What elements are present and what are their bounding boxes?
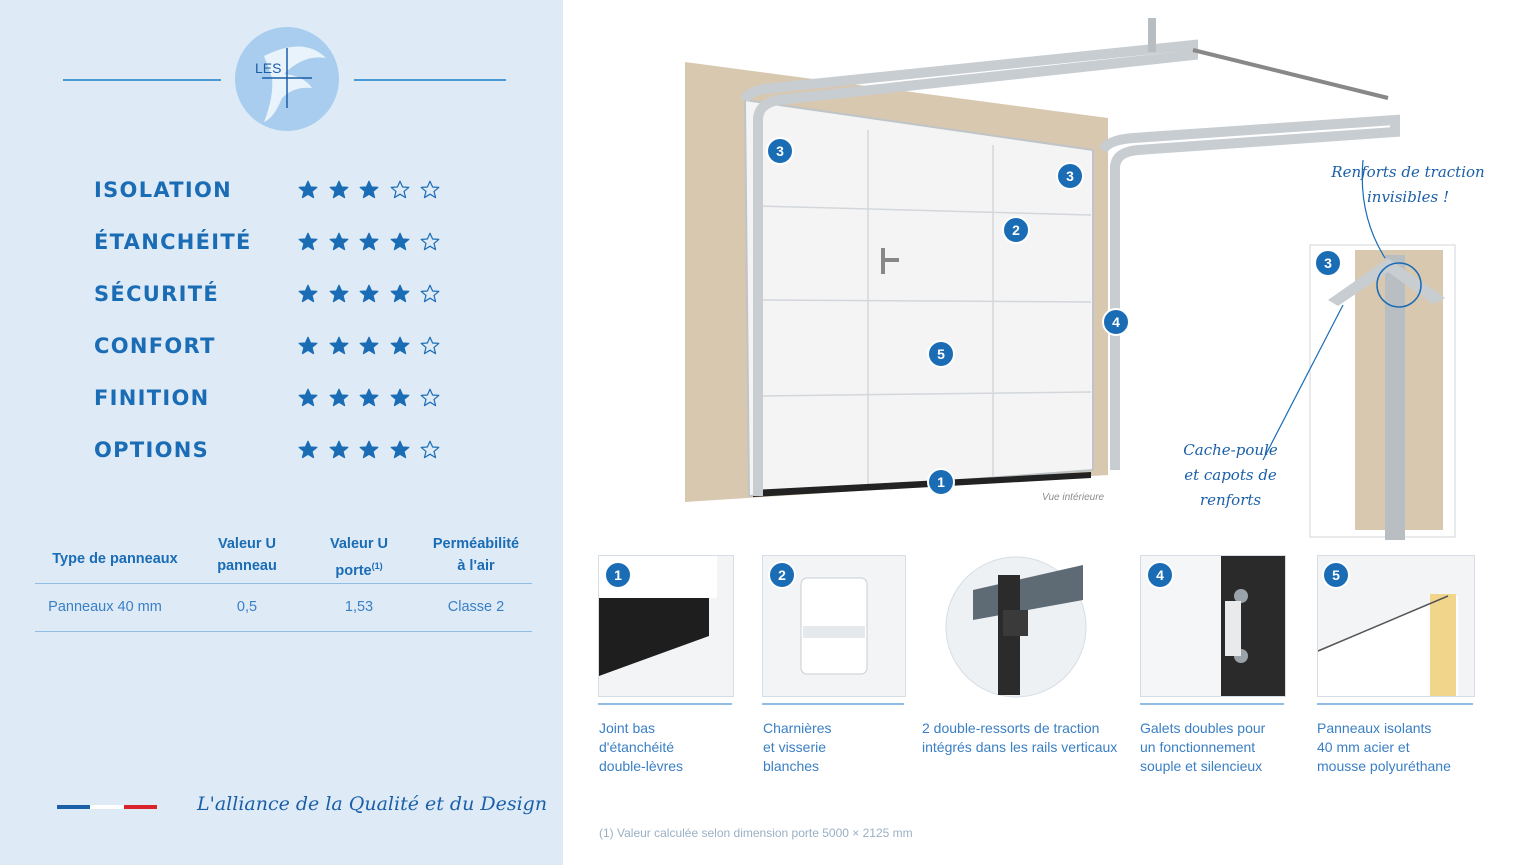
rating-stars [298, 336, 451, 361]
diagram-badge-5: 5 [927, 340, 955, 368]
star-filled-icon [359, 284, 379, 304]
rating-row: CONFORT [94, 334, 494, 366]
diagram-badge-3b: 3 [1056, 162, 1084, 190]
star-empty-icon [420, 388, 440, 408]
feature-underline-1 [598, 703, 732, 705]
star-filled-icon [329, 440, 349, 460]
diagram-badge-3a: 3 [766, 137, 794, 165]
star-filled-icon [329, 284, 349, 304]
rating-label: CONFORT [94, 334, 216, 358]
star-filled-icon [298, 284, 318, 304]
feature-underline-4 [1140, 703, 1284, 705]
rating-stars [298, 284, 451, 309]
feature-thumb-galets [1140, 555, 1286, 697]
star-filled-icon [359, 440, 379, 460]
rating-label: ISOLATION [94, 178, 233, 202]
rating-stars [298, 232, 451, 257]
star-filled-icon [390, 440, 410, 460]
cell-permeabilite: Classe 2 [447, 599, 505, 615]
brand-logo: LES [234, 26, 340, 132]
star-filled-icon [329, 388, 349, 408]
table-bottom-line [35, 631, 532, 632]
rating-label: FINITION [94, 386, 210, 410]
rating-stars [298, 180, 451, 205]
rating-stars [298, 388, 451, 413]
feature-badge-5: 5 [1322, 561, 1350, 589]
star-empty-icon [420, 284, 440, 304]
star-filled-icon [390, 232, 410, 252]
star-empty-icon [420, 180, 440, 200]
footnote-marker: (1) [371, 561, 383, 571]
star-filled-icon [359, 388, 379, 408]
footnote: (1) Valeur calculée selon dimension port… [599, 826, 913, 840]
view-label: Vue intérieure [1042, 492, 1105, 503]
feature-badge-2: 2 [768, 561, 796, 589]
rating-row: ISOLATION [94, 178, 494, 210]
rating-row: ÉTANCHÉITÉ [94, 230, 494, 262]
star-filled-icon [390, 388, 410, 408]
feature-underline-2 [762, 703, 904, 705]
detail-badge-3: 3 [1314, 249, 1342, 277]
star-empty-icon [390, 180, 410, 200]
logo-divider-right [354, 79, 506, 81]
cell-u-porte: 1,53 [344, 599, 374, 615]
star-filled-icon [298, 388, 318, 408]
logo-text: LES [255, 60, 282, 76]
logo-divider-left [63, 79, 221, 81]
star-filled-icon [359, 336, 379, 356]
star-filled-icon [298, 180, 318, 200]
star-empty-icon [420, 232, 440, 252]
star-filled-icon [329, 336, 349, 356]
star-filled-icon [329, 180, 349, 200]
star-filled-icon [298, 232, 318, 252]
left-panel: LES ISOLATION ÉTANCHÉITÉ SÉCURITÉ CONFORT FI… [0, 0, 563, 865]
star-empty-icon [420, 440, 440, 460]
cell-u-panneau: 0,5 [236, 599, 258, 615]
diagram-badge-4: 4 [1102, 308, 1130, 336]
cell-type: Panneaux 40 mm [48, 599, 162, 615]
tagline: L'alliance de la Qualité et du Design [197, 793, 548, 815]
rating-label: ÉTANCHÉITÉ [94, 230, 252, 254]
star-filled-icon [359, 232, 379, 252]
star-filled-icon [298, 336, 318, 356]
rating-label: OPTIONS [94, 438, 210, 462]
star-filled-icon [390, 336, 410, 356]
star-filled-icon [329, 232, 349, 252]
french-flag [57, 805, 157, 809]
rating-row: OPTIONS [94, 438, 494, 470]
garage-door-illustration [685, 18, 1456, 698]
star-filled-icon [298, 440, 318, 460]
feature-underline-5 [1317, 703, 1473, 705]
diagram-badge-2: 2 [1002, 216, 1030, 244]
diagram-badge-1: 1 [927, 468, 955, 496]
star-filled-icon [390, 284, 410, 304]
star-filled-icon [359, 180, 379, 200]
header-type-panneaux: Type de panneaux [52, 551, 178, 567]
rating-row: SÉCURITÉ [94, 282, 494, 314]
rating-row: FINITION [94, 386, 494, 418]
feature-badge-1: 1 [604, 561, 632, 589]
table-divider [35, 583, 532, 584]
star-empty-icon [420, 336, 440, 356]
feature-badge-4: 4 [1146, 561, 1174, 589]
rating-stars [298, 440, 451, 465]
rating-label: SÉCURITÉ [94, 282, 219, 306]
